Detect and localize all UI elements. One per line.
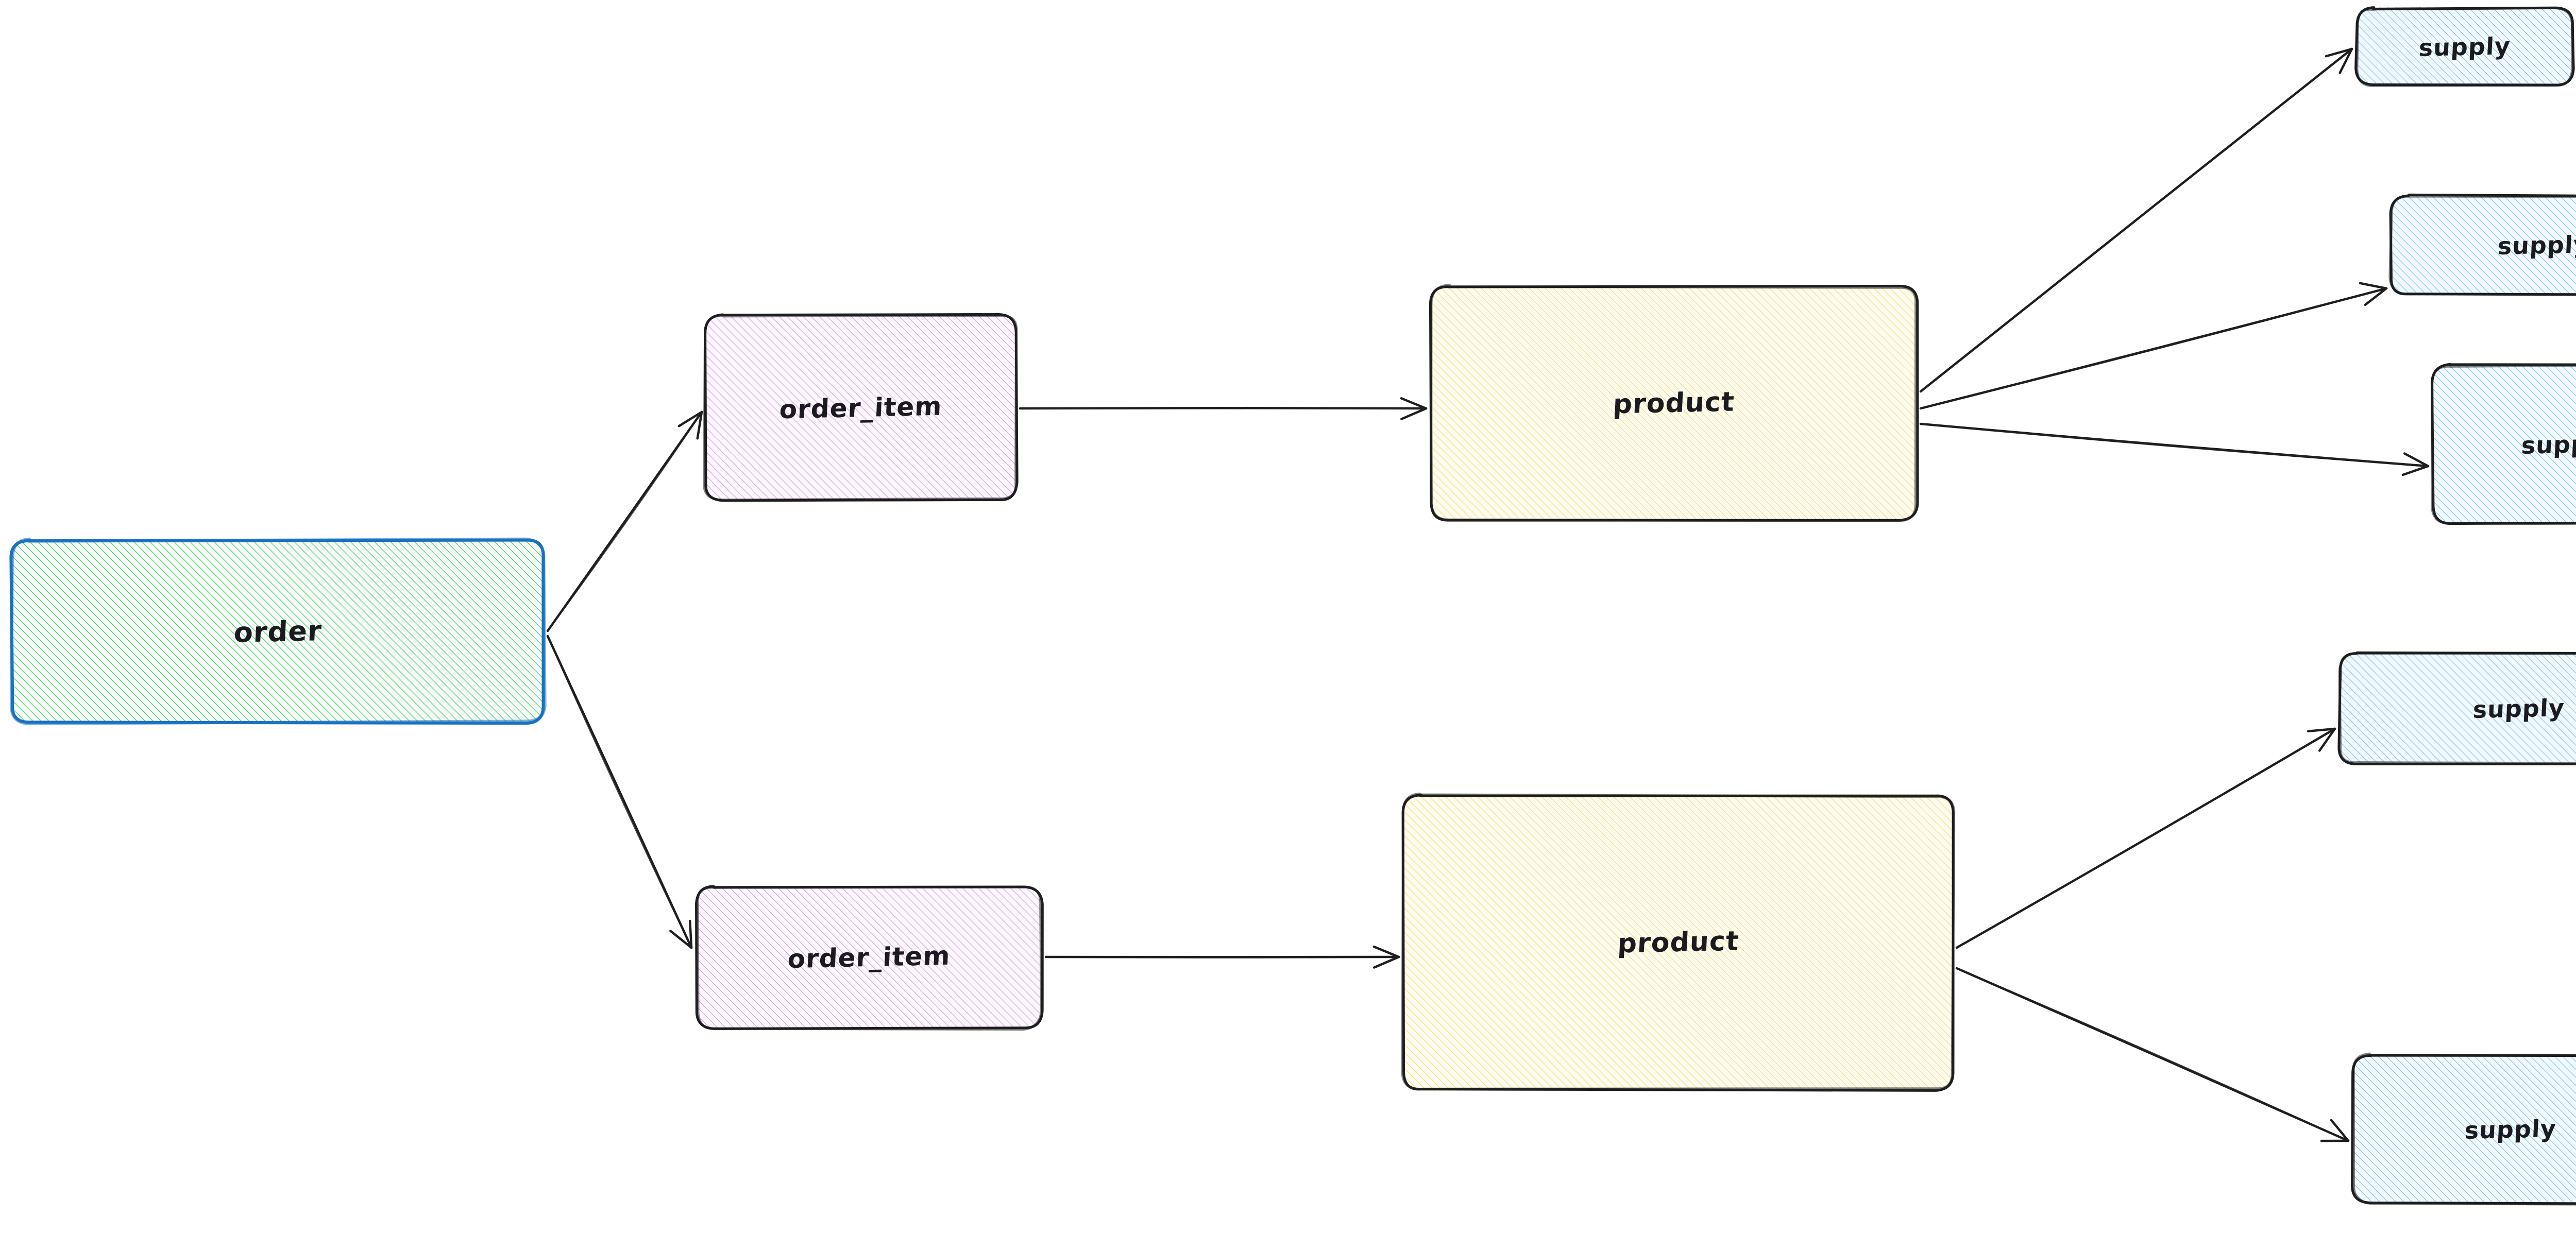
node-label-supply_1: supply [2418,32,2512,62]
edge-product_1-to-supply_3[interactable] [1919,422,2430,476]
node-shape-product_1 [1429,284,1919,522]
node-label-order: order [233,614,323,649]
node-supply_5[interactable]: supply [2350,1052,2576,1206]
node-label-supply_2: supply [2497,230,2576,260]
edge-product_1-to-supply_1[interactable] [1919,47,2353,393]
node-shape-order_item_1 [703,313,1019,502]
node-shape-supply_1 [2354,6,2575,87]
node-shape-supply_5 [2350,1052,2576,1206]
node-label-supply_3: supply [2520,429,2576,459]
node-order[interactable]: order [9,537,547,725]
node-label-product_2: product [1617,926,1740,960]
node-product_1[interactable]: product [1429,284,1919,522]
node-order_item_1[interactable]: order_item [703,313,1019,502]
node-label-supply_4: supply [2472,694,2565,724]
node-supply_4[interactable]: supply [2337,651,2576,766]
edge-product_2-to-supply_5[interactable] [1955,967,2350,1142]
edge-order_item_2-to-product_2[interactable] [1044,945,1400,969]
node-label-supply_5: supply [2464,1114,2557,1144]
node-supply_2[interactable]: supply [2388,193,2576,297]
node-shape-supply_2 [2388,193,2576,296]
edge-product_1-to-supply_2[interactable] [1919,282,2388,410]
edge-order_item_1-to-product_1[interactable] [1019,397,1428,420]
node-label-order_item_1: order_item [778,391,943,424]
edge-order-to-order_item_1[interactable] [546,410,703,632]
node-supply_1[interactable]: supply [2354,6,2575,88]
node-shape-product_2 [1401,792,1956,1092]
node-shape-supply_3 [2430,363,2576,525]
node-shape-order [9,537,547,725]
node-label-product_1: product [1612,386,1736,420]
node-product_2[interactable]: product [1401,792,1956,1092]
edge-product_2-to-supply_4[interactable] [1955,727,2336,949]
node-shape-supply_4 [2337,651,2576,765]
node-label-order_item_2: order_item [787,940,952,974]
edge-order-to-order_item_2[interactable] [546,635,693,949]
node-supply_3[interactable]: supply [2430,363,2576,525]
node-shape-order_item_2 [695,885,1044,1031]
node-order_item_2[interactable]: order_item [694,885,1044,1031]
